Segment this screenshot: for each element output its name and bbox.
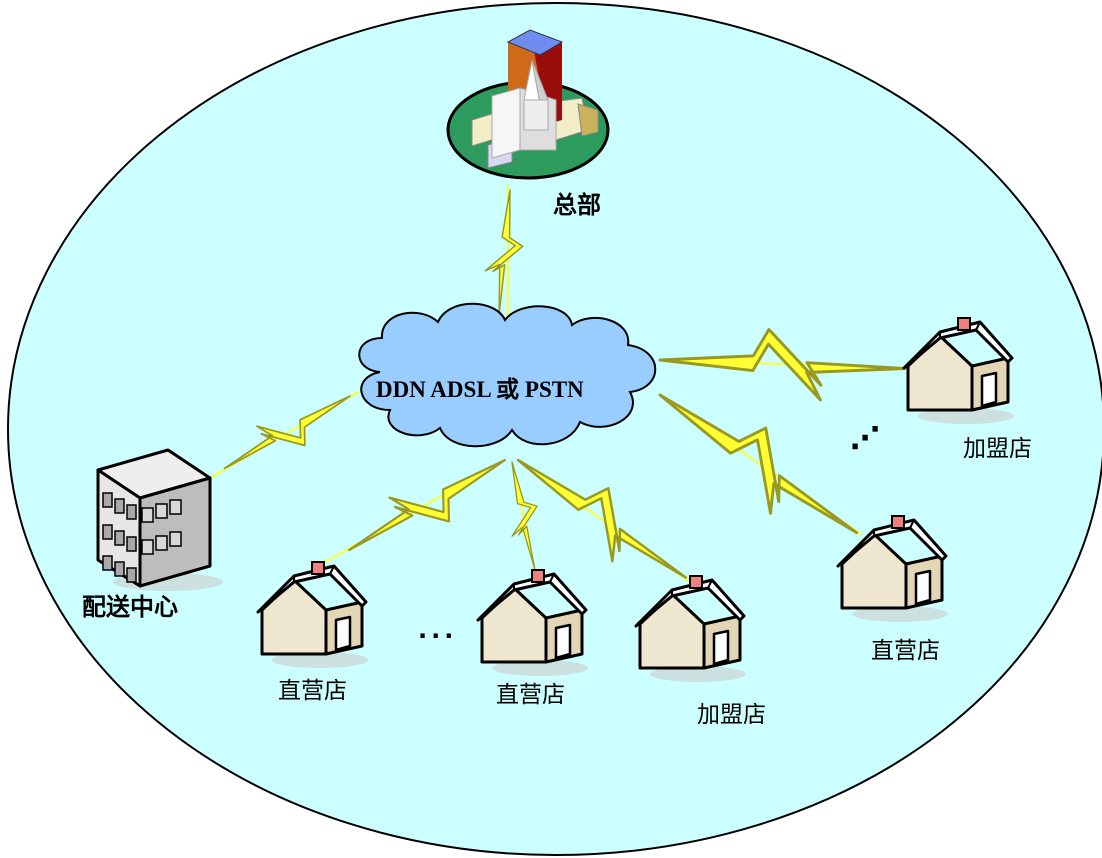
franchise-store-1-label: 加盟店 <box>697 702 766 728</box>
connections <box>209 185 908 603</box>
cloud-icon <box>358 302 657 448</box>
headquarters-label: 总部 <box>553 191 601 219</box>
distribution-center-label: 配送中心 <box>82 593 178 621</box>
ellipsis-right: ⋰ <box>850 421 884 456</box>
franchise-store-2-label: 加盟店 <box>963 436 1032 462</box>
network-label: DDN ADSL 或 PSTN <box>376 377 584 402</box>
distribution-center-building-icon <box>96 448 223 591</box>
headquarters-campus-icon <box>446 29 610 180</box>
ellipsis-bottom: ··· <box>418 622 458 650</box>
direct-store-2-label: 直营店 <box>496 682 565 708</box>
direct-store-3-label: 直营店 <box>871 638 940 664</box>
direct-store-1-label: 直营店 <box>278 678 347 704</box>
